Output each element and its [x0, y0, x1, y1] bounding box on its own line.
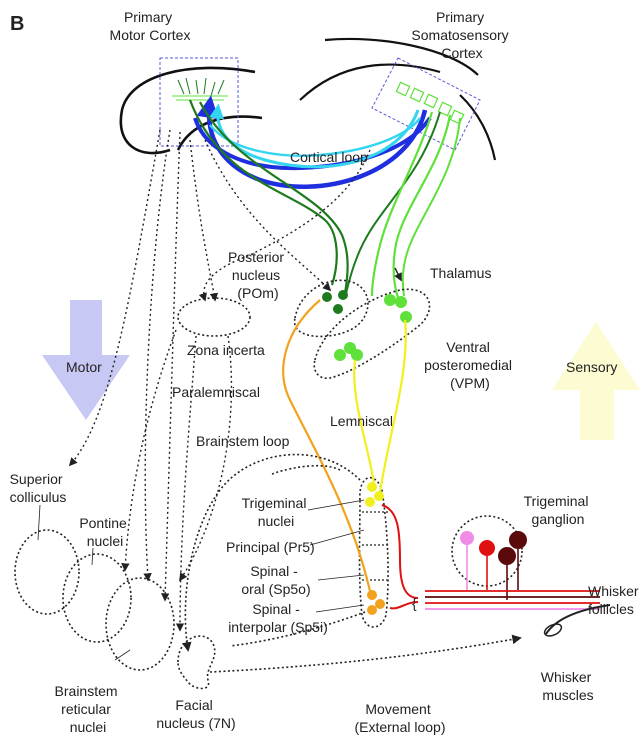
movement-line-1: Movement: [365, 701, 430, 717]
brainstem-loop-label: Brainstem loop: [196, 433, 290, 449]
trigeminal-subdivisions: [362, 512, 389, 580]
zona-incerta-outline: [178, 298, 250, 336]
vpm-line-3: (VPM): [450, 375, 490, 391]
vpm-outline: [314, 289, 429, 378]
primary-motor-cortex-label: Primary Motor Cortex: [110, 9, 191, 43]
trigeminal-nuclei-line-1: Trigeminal: [242, 495, 307, 511]
superior-colliculus-line-2: colliculus: [10, 489, 67, 505]
whisker-muscles-line-1: Whisker: [541, 669, 592, 685]
spinal-interpolar-line-1: Spinal -: [252, 601, 300, 617]
brainstem-reticular-nuclei-label: Brainstem reticular nuclei: [55, 683, 122, 735]
reticular-nuclei-outline: [106, 578, 174, 670]
spinal-oral-line-1: Spinal -: [250, 563, 298, 579]
spinal-oral-line-2: oral (Sp5o): [241, 581, 310, 597]
thalamus-label: Thalamus: [430, 265, 491, 281]
posterior-nucleus-line-1: Posterior: [228, 249, 284, 265]
whisker-muscles-label: Whisker muscles: [541, 669, 595, 703]
primary-somatosensory-cortex-line-1: Primary: [436, 9, 484, 25]
primary-somatosensory-cortex-line-3: Cortex: [441, 45, 482, 61]
brainstem-reticular-line-2: reticular: [61, 701, 111, 717]
lemniscal-label: Lemniscal: [330, 413, 393, 429]
paralemniscal-fiber: [283, 300, 372, 600]
pontine-nuclei-outline: [63, 554, 131, 642]
lemniscal-fiber-2: [380, 320, 406, 492]
facial-nucleus-label: Facial nucleus (7N): [156, 697, 235, 731]
whisker-follicles-line-1: Whisker: [588, 583, 639, 599]
movement-label: Movement (External loop): [354, 701, 445, 735]
sensory-arrow: [552, 322, 640, 440]
zona-incerta-label: Zona incerta: [187, 342, 265, 358]
facial-nucleus-line-2: nucleus (7N): [156, 715, 235, 731]
facial-nucleus-line-1: Facial: [175, 697, 212, 713]
descending-projections: [70, 130, 370, 630]
facial-nucleus-outline: [178, 636, 215, 688]
trigeminal-nuclei-label: Trigeminal nuclei: [242, 495, 311, 529]
posterior-nucleus-line-2: nucleus: [232, 267, 280, 283]
external-loop-arrow: [210, 638, 520, 672]
superior-colliculus-line-1: Superior: [10, 471, 63, 487]
cortical-loop-label: Cortical loop: [290, 149, 368, 165]
superior-colliculus-label: Superior colliculus: [10, 471, 67, 505]
whisker-follicles-line-2: follicles: [588, 601, 634, 617]
vpm-label: Ventral posteromedial (VPM): [424, 339, 516, 391]
whisker-muscles-line-2: muscles: [542, 687, 593, 703]
pontine-nuclei-line-1: Pontine: [79, 515, 127, 531]
primary-motor-cortex-line-1: Primary: [124, 9, 172, 25]
paralemniscal-label: Paralemniscal: [172, 384, 260, 400]
pontine-nuclei-line-2: nuclei: [87, 533, 124, 549]
pom-cells: [322, 290, 348, 314]
primary-somatosensory-cortex-label: Primary Somatosensory Cortex: [411, 9, 512, 61]
trigeminal-ganglion-label: Trigeminal ganglion: [524, 493, 593, 527]
motor-label: Motor: [66, 359, 102, 375]
brainstem-loop-return: [270, 466, 340, 475]
primary-somatosensory-cortex-line-2: Somatosensory: [411, 27, 508, 43]
spinal-interpolar-line-2: interpolar (Sp5i): [228, 619, 328, 635]
trigeminal-ganglion-line-1: Trigeminal: [524, 493, 589, 509]
spinal-interpolar-label: Spinal - interpolar (Sp5i): [228, 601, 328, 635]
panel-label: B: [10, 13, 24, 35]
motor-cortex-neurons: [172, 78, 228, 100]
whisker-follicles-label: Whisker follicles: [588, 583, 642, 617]
pontine-nuclei-label: Pontine nuclei: [79, 515, 130, 549]
spinal-oral-label: Spinal - oral (Sp5o): [241, 563, 310, 597]
principal-label: Principal (Pr5): [226, 539, 315, 555]
trigeminal-nuclei-line-2: nuclei: [258, 513, 295, 529]
vpm-line-1: Ventral: [446, 339, 490, 355]
trigeminal-afferents: [382, 505, 418, 608]
sensory-label: Sensory: [566, 359, 617, 375]
vpm-line-2: posteromedial: [424, 357, 512, 373]
trigeminal-ganglion-line-2: ganglion: [532, 511, 585, 527]
posterior-nucleus-label: Posterior nucleus (POm): [228, 249, 288, 301]
thalamus-pointer-arrow: [395, 268, 401, 280]
posterior-nucleus-line-3: (POm): [237, 285, 278, 301]
ganglion-cells: [460, 531, 527, 600]
brainstem-reticular-line-3: nuclei: [70, 719, 107, 735]
whisker-follicles-lines: [425, 591, 600, 609]
vpm-cells: [334, 294, 412, 361]
afferent-brace: {: [412, 595, 417, 611]
primary-motor-cortex-line-2: Motor Cortex: [110, 27, 191, 43]
movement-line-2: (External loop): [354, 719, 445, 735]
brainstem-reticular-line-1: Brainstem: [55, 683, 118, 699]
